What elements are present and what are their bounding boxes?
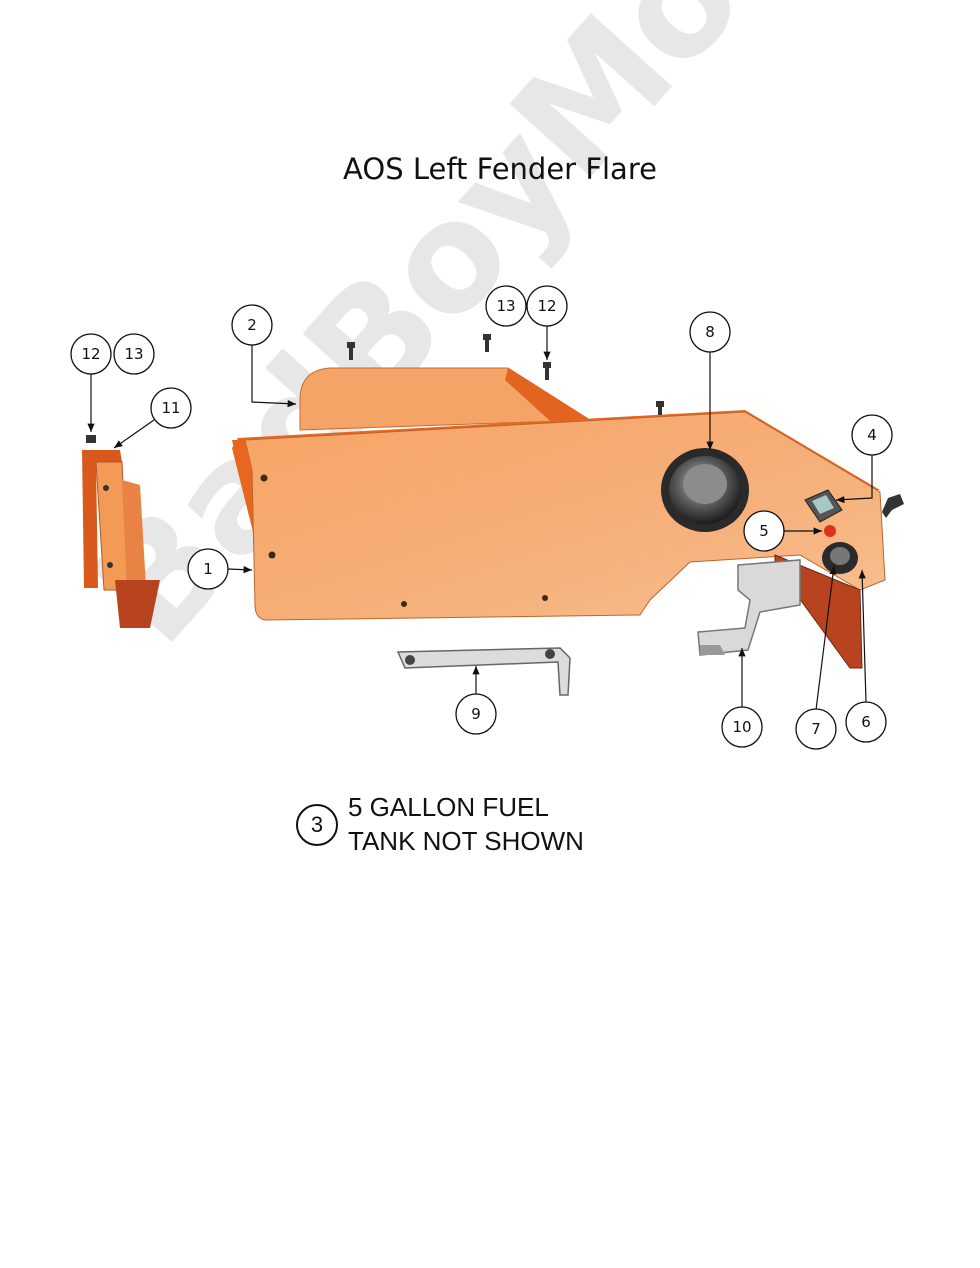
callout-label-2: 2: [247, 316, 257, 334]
callout-5: [743, 510, 785, 552]
part-2-rear-panel: [299, 367, 592, 431]
note-line-1: 5 GALLON FUEL: [348, 792, 549, 822]
callout-11: [150, 387, 192, 429]
callout-label-4: 4: [867, 426, 877, 444]
callout-label-11: 11: [161, 399, 180, 417]
callout-label-1: 1: [203, 560, 213, 578]
hardware-bolts: [86, 334, 904, 518]
callout-13-left: [113, 333, 155, 375]
part-9-support-bar: [396, 647, 571, 696]
callout-label-5: 5: [759, 522, 769, 540]
callout-label-7: 7: [811, 720, 821, 738]
callout-label-9: 9: [471, 705, 481, 723]
callout-6: [845, 701, 887, 743]
diagram-title: AOS Left Fender Flare: [343, 152, 657, 186]
note-text: 5 GALLON FUEL TANK NOT SHOWN: [348, 790, 584, 858]
callout-label-13-top: 13: [496, 297, 515, 315]
leader-lines: [87, 325, 873, 711]
callout-12-left: [70, 333, 112, 375]
part-8-fuel-cap: [661, 448, 749, 532]
note-line-2: TANK NOT SHOWN: [348, 826, 584, 856]
callouts: [70, 285, 893, 750]
callout-8: [689, 311, 731, 353]
callout-label-8: 8: [705, 323, 715, 341]
note-callout-3: 3: [296, 804, 338, 846]
callout-label-12-top: 12: [537, 297, 556, 315]
part-11-bracket: [82, 450, 160, 628]
part-4-gauge: [804, 489, 843, 523]
callout-2: [231, 304, 273, 346]
callout-12-top: [526, 285, 568, 327]
part-7-switch: [822, 542, 858, 574]
part-5-indicator: [824, 525, 836, 537]
part-10-bracket: [697, 559, 801, 656]
callout-4: [851, 414, 893, 456]
callout-10: [721, 706, 763, 748]
callout-7: [795, 708, 837, 750]
callout-9: [455, 693, 497, 735]
callout-label-13-left: 13: [124, 345, 143, 363]
callout-label-12-left: 12: [81, 345, 100, 363]
callout-label-6: 6: [861, 713, 871, 731]
callout-label-10: 10: [732, 718, 751, 736]
callout-13-top: [485, 285, 527, 327]
callout-1: [187, 548, 229, 590]
